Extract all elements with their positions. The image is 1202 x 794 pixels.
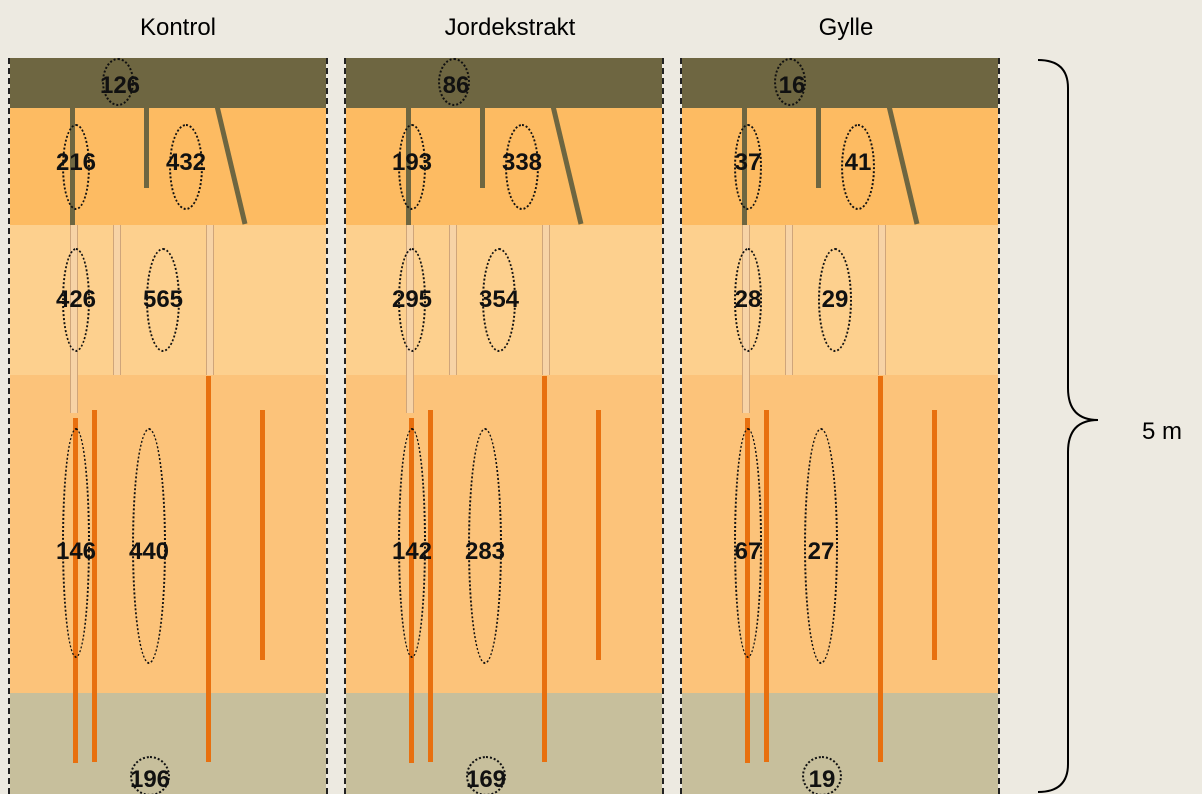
sample-oval — [398, 428, 426, 658]
title-jordekstrakt: Jordekstrakt — [444, 14, 576, 41]
value-l3a: 295 — [391, 286, 433, 313]
burrow-diagonal — [550, 105, 584, 225]
sample-oval — [130, 756, 170, 794]
burrow-orange — [542, 376, 547, 762]
sample-oval — [468, 428, 502, 664]
value-l4a: 142 — [391, 538, 433, 565]
sample-oval — [466, 756, 506, 794]
burrow-diagonal — [214, 105, 248, 225]
value-l3b: 354 — [478, 286, 520, 313]
layer-surface — [346, 58, 662, 108]
sample-oval — [734, 428, 762, 658]
sample-oval — [818, 248, 852, 352]
sample-oval — [734, 248, 762, 352]
soil-panel-kontrol: 126 216 432 426 565 146 440 196 — [8, 58, 328, 794]
value-l2b: 432 — [165, 149, 207, 176]
value-l4a: 146 — [55, 538, 97, 565]
value-l2a: 216 — [55, 149, 97, 176]
burrow-orange — [260, 410, 265, 660]
burrow-orange — [878, 376, 883, 762]
value-l3b: 565 — [142, 286, 184, 313]
burrow-orange — [428, 410, 433, 762]
sample-oval — [734, 124, 762, 210]
layer-surface — [682, 58, 998, 108]
value-l3a: 28 — [734, 286, 762, 313]
title-kontrol: Kontrol — [139, 14, 217, 41]
sample-oval — [169, 124, 203, 210]
value-bottom: 169 — [465, 766, 507, 793]
sample-oval — [146, 248, 180, 352]
burrow-pale — [206, 225, 214, 375]
soil-panel-gylle: 16 37 41 28 29 67 27 19 — [680, 58, 1000, 794]
value-l4b: 27 — [807, 538, 835, 565]
value-l4b: 440 — [128, 538, 170, 565]
value-l4b: 283 — [464, 538, 506, 565]
sample-oval — [841, 124, 875, 210]
burrow-pale — [878, 225, 886, 375]
value-l2b: 338 — [501, 149, 543, 176]
burrow-pale — [113, 225, 121, 375]
burrow-diagonal — [886, 105, 920, 225]
layer-surface — [10, 58, 326, 108]
sample-oval — [132, 428, 166, 664]
value-top: 126 — [99, 72, 141, 99]
burrow-olive — [816, 106, 821, 188]
depth-label: 5 m — [1142, 418, 1183, 445]
burrow-pale — [785, 225, 793, 375]
sample-oval — [804, 428, 838, 664]
burrow-orange — [932, 410, 937, 660]
value-bottom: 19 — [808, 766, 836, 793]
sample-oval — [102, 58, 134, 106]
burrow-pale — [542, 225, 550, 375]
burrow-orange — [764, 410, 769, 762]
value-l2a: 37 — [734, 149, 762, 176]
sample-oval — [438, 58, 470, 106]
sample-oval — [62, 248, 90, 352]
sample-oval — [62, 428, 90, 658]
depth-brace — [1037, 59, 1099, 793]
value-l3b: 29 — [821, 286, 849, 313]
sample-oval — [774, 58, 806, 106]
sample-oval — [62, 124, 90, 210]
sample-oval — [802, 756, 842, 794]
sample-oval — [482, 248, 516, 352]
burrow-orange — [92, 410, 97, 762]
value-l2a: 193 — [391, 149, 433, 176]
value-l3a: 426 — [55, 286, 97, 313]
burrow-olive — [480, 106, 485, 188]
value-bottom: 196 — [129, 766, 171, 793]
burrow-pale — [449, 225, 457, 375]
value-l2b: 41 — [844, 149, 872, 176]
burrow-orange — [596, 410, 601, 660]
value-top: 16 — [778, 72, 806, 99]
title-gylle: Gylle — [818, 14, 874, 41]
sample-oval — [398, 124, 426, 210]
value-l4a: 67 — [734, 538, 762, 565]
sample-oval — [505, 124, 539, 210]
sample-oval — [398, 248, 426, 352]
burrow-orange — [206, 376, 211, 762]
soil-panel-jordekstrakt: 86 193 338 295 354 142 283 169 — [344, 58, 664, 794]
burrow-olive — [144, 106, 149, 188]
value-top: 86 — [442, 72, 470, 99]
